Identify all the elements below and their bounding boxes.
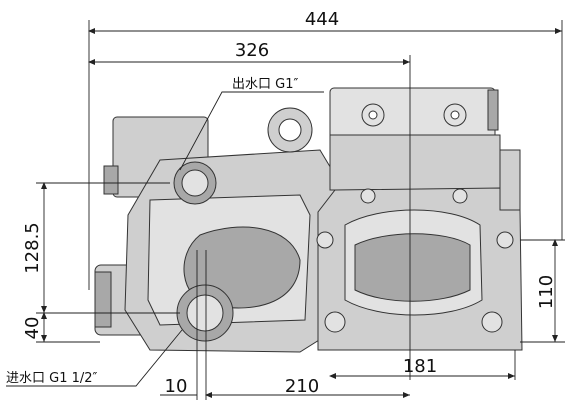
- inlet-callout: 进水口 G1 1/2″: [6, 371, 98, 386]
- dim-181: 181: [403, 356, 437, 377]
- dim-40: 40: [22, 317, 43, 340]
- dim-110: 110: [536, 275, 557, 309]
- pump-body: [94, 87, 523, 353]
- dim-10: 10: [165, 376, 188, 397]
- dimension-lines: [6, 20, 565, 400]
- dim-210: 210: [285, 376, 319, 397]
- dim-444: 444: [305, 9, 339, 30]
- dim-128-5: 128.5: [22, 222, 43, 274]
- outlet-callout: 出水口 G1″: [232, 77, 298, 92]
- dim-326: 326: [235, 40, 269, 61]
